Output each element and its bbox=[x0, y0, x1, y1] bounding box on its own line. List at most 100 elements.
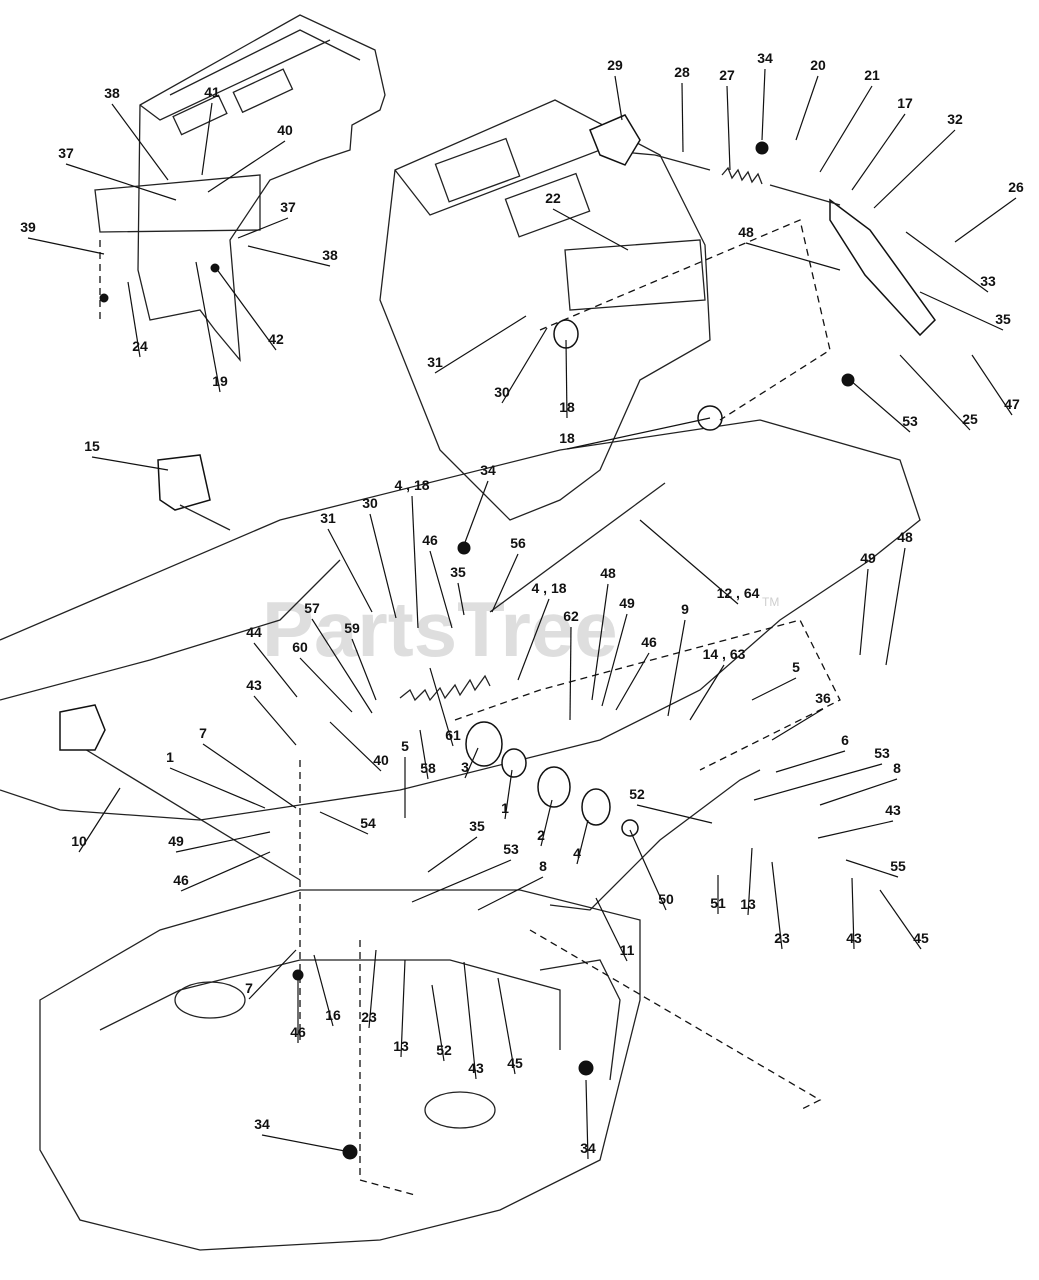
callout-label-c37b: 37 bbox=[280, 199, 296, 215]
callout-label-c49b: 49 bbox=[860, 550, 876, 566]
leader-line-c43d bbox=[463, 961, 477, 1080]
leader-line-c15 bbox=[91, 456, 169, 471]
callout-label-c53b: 53 bbox=[874, 745, 890, 761]
leader-line-c38a bbox=[111, 103, 169, 181]
leader-line-c37a bbox=[65, 163, 177, 201]
leader-line-c52a bbox=[636, 804, 713, 824]
leader-line-c33 bbox=[905, 231, 989, 293]
leader-line-c45a bbox=[879, 889, 922, 950]
callout-label-c38b: 38 bbox=[322, 247, 338, 263]
leader-line-c418b bbox=[517, 598, 550, 681]
callout-label-c1463: 14 , 63 bbox=[703, 646, 746, 662]
leader-line-c53a bbox=[849, 379, 911, 433]
callout-label-c5b: 5 bbox=[401, 738, 409, 754]
callout-label-c22: 22 bbox=[545, 190, 561, 206]
callout-label-c35a: 35 bbox=[995, 311, 1011, 327]
callout-label-c6: 6 bbox=[841, 732, 849, 748]
leader-line-c27 bbox=[726, 85, 731, 171]
callout-label-c57: 57 bbox=[304, 600, 320, 616]
leader-line-c34b bbox=[463, 480, 489, 546]
callout-label-c43c: 43 bbox=[846, 930, 862, 946]
callout-label-c48b: 48 bbox=[600, 565, 616, 581]
callout-label-c61: 61 bbox=[445, 727, 461, 743]
leader-line-c35b bbox=[457, 582, 465, 616]
leader-line-c16 bbox=[313, 954, 334, 1027]
callout-label-c1264: 12 , 64 bbox=[717, 585, 760, 601]
leader-line-c3 bbox=[464, 747, 479, 779]
leader-line-c38b bbox=[247, 245, 331, 267]
spring-27 bbox=[721, 166, 763, 185]
leader-line-c40b bbox=[329, 721, 382, 772]
callout-label-c53a: 53 bbox=[902, 413, 918, 429]
leader-line-c41 bbox=[201, 102, 213, 176]
callout-label-c46c: 46 bbox=[173, 872, 189, 888]
callout-label-c13a: 13 bbox=[740, 896, 756, 912]
leader-line-c43a bbox=[253, 695, 297, 746]
leader-line-c56 bbox=[491, 553, 519, 613]
callout-label-c45b: 45 bbox=[507, 1055, 523, 1071]
callout-label-c42: 42 bbox=[268, 331, 284, 347]
callout-label-c16: 16 bbox=[325, 1007, 341, 1023]
callout-label-c23a: 23 bbox=[774, 930, 790, 946]
leader-line-c31b bbox=[327, 528, 373, 613]
callout-label-c40b: 40 bbox=[373, 752, 389, 768]
leader-line-c44 bbox=[253, 642, 298, 698]
callout-label-c15: 15 bbox=[84, 438, 100, 454]
leader-line-c2 bbox=[540, 799, 553, 847]
watermark: PartsTree bbox=[262, 585, 618, 673]
leader-line-c52b bbox=[431, 984, 445, 1062]
leader-line-c25 bbox=[899, 354, 971, 431]
leader-line-c1a bbox=[504, 769, 513, 820]
left-console-frame bbox=[94, 14, 386, 362]
leader-line-c11 bbox=[595, 897, 628, 962]
leader-line-c6 bbox=[775, 750, 846, 773]
watermark-tm: TM bbox=[762, 595, 779, 609]
callout-label-c46a: 46 bbox=[422, 532, 438, 548]
leader-line-c13b bbox=[400, 959, 406, 1058]
callout-label-c50: 50 bbox=[658, 891, 674, 907]
leader-line-c18a bbox=[566, 417, 711, 450]
leader-line-c21 bbox=[819, 85, 873, 173]
leader-line-c43b bbox=[817, 820, 894, 839]
callout-label-c34c: 34 bbox=[254, 1116, 270, 1132]
leader-line-c36 bbox=[771, 708, 824, 741]
lever-assembly-17 bbox=[589, 114, 936, 337]
callout-label-c34b: 34 bbox=[480, 462, 496, 478]
callout-label-c5a: 5 bbox=[792, 659, 800, 675]
leader-line-c61 bbox=[429, 667, 454, 747]
leader-line-c1264 bbox=[639, 519, 739, 605]
leader-line-c1463 bbox=[689, 664, 725, 721]
callout-label-c3: 3 bbox=[461, 759, 469, 775]
callout-label-c33: 33 bbox=[980, 273, 996, 289]
leader-line-c23a bbox=[771, 861, 783, 950]
leader-line-c19 bbox=[195, 261, 221, 393]
callout-label-c19: 19 bbox=[212, 373, 228, 389]
callout-label-c1a: 1 bbox=[501, 800, 509, 816]
callout-label-c35b: 35 bbox=[450, 564, 466, 580]
callout-label-c23b: 23 bbox=[361, 1009, 377, 1025]
callout-label-c59: 59 bbox=[344, 620, 360, 636]
callout-label-c11: 11 bbox=[620, 942, 635, 958]
callout-label-c4: 4 bbox=[573, 845, 581, 861]
callout-label-c35c: 35 bbox=[469, 818, 485, 834]
callout-label-c21: 21 bbox=[864, 67, 880, 83]
callout-label-c31a: 31 bbox=[427, 354, 443, 370]
leader-line-c23b bbox=[368, 949, 377, 1029]
leader-line-c48a bbox=[745, 242, 841, 271]
callout-label-c51: 51 bbox=[710, 895, 726, 911]
leader-line-c418a bbox=[411, 495, 419, 629]
leader-line-c32 bbox=[873, 129, 956, 209]
callout-label-c18a: 18 bbox=[559, 430, 575, 446]
leader-line-c17 bbox=[851, 113, 906, 191]
leader-line-c4 bbox=[576, 819, 589, 865]
leader-line-c53c bbox=[411, 859, 512, 903]
leader-line-c49b bbox=[859, 568, 869, 656]
leader-line-c53b bbox=[753, 763, 883, 801]
callout-label-c52b: 52 bbox=[436, 1042, 452, 1058]
callout-label-c43d: 43 bbox=[468, 1060, 484, 1076]
leader-line-c34a bbox=[761, 68, 766, 141]
leader-line-c46c bbox=[180, 851, 271, 892]
leader-line-c62 bbox=[569, 626, 572, 721]
leader-line-c48b bbox=[591, 583, 609, 701]
callout-label-c13b: 13 bbox=[393, 1038, 409, 1054]
